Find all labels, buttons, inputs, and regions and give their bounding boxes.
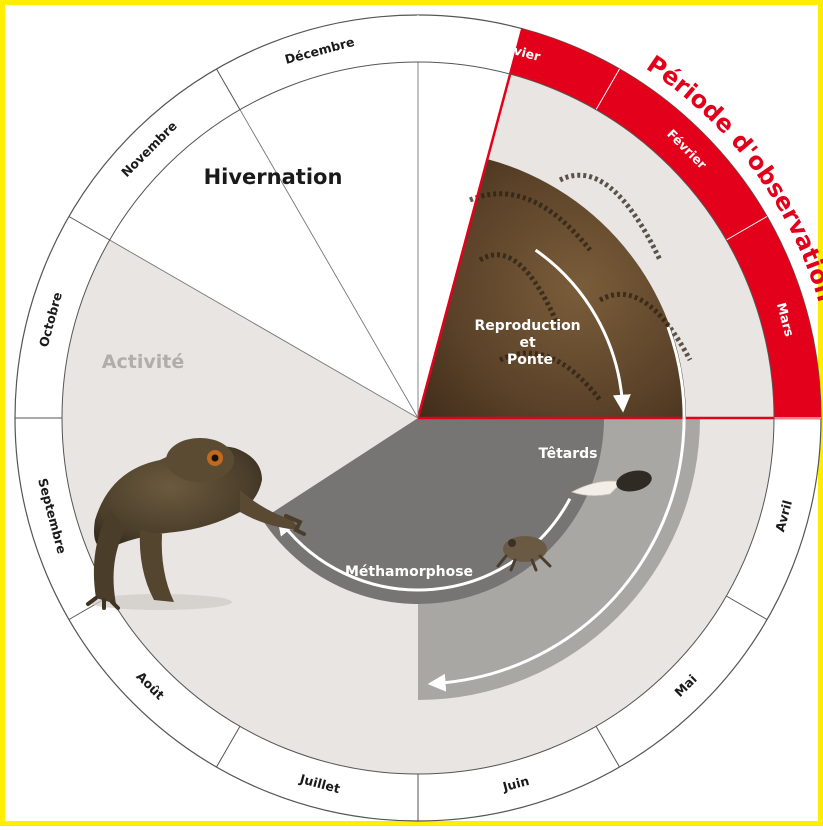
reproduction-label-line2: et xyxy=(519,335,535,351)
metamorphosis-arrow xyxy=(276,497,572,592)
month-divider xyxy=(216,726,241,768)
egg-strand xyxy=(478,252,563,331)
month-divider xyxy=(216,68,241,110)
month-label: Juin xyxy=(500,773,531,795)
hivernation-spoke xyxy=(109,239,419,419)
reproduction-arrow xyxy=(534,248,631,413)
month-dividers xyxy=(15,15,821,821)
month-divider xyxy=(68,216,110,241)
tadpole-arrow xyxy=(427,326,686,692)
young-toad-illustration xyxy=(496,536,552,572)
month-divider xyxy=(726,595,768,620)
hivernation-label: Hivernation xyxy=(204,165,343,189)
adult-toad-illustration xyxy=(86,438,306,610)
month-ring-inner-edge xyxy=(61,61,775,775)
observation-outline xyxy=(416,28,821,420)
tadpole-illustration xyxy=(570,470,652,496)
egg-strand xyxy=(558,172,663,262)
month-divider xyxy=(595,726,620,768)
activity-label: Activité xyxy=(102,351,184,373)
reproduction-label-line1: Reproduction xyxy=(474,318,580,334)
hivernation-spoke xyxy=(239,109,419,419)
observation-ring xyxy=(510,28,821,418)
month-divider xyxy=(595,68,620,110)
egg-strings-photo xyxy=(418,159,686,418)
reproduction-label-line3: Ponte xyxy=(507,352,553,368)
reproduction-label: Reproduction et Ponte xyxy=(474,318,585,368)
egg-strands-pattern xyxy=(469,172,693,402)
metamorphosis-label: Méthamorphose xyxy=(345,564,473,580)
tadpole-label: Têtards xyxy=(539,446,598,462)
month-divider xyxy=(726,216,768,241)
egg-strand xyxy=(469,191,592,252)
